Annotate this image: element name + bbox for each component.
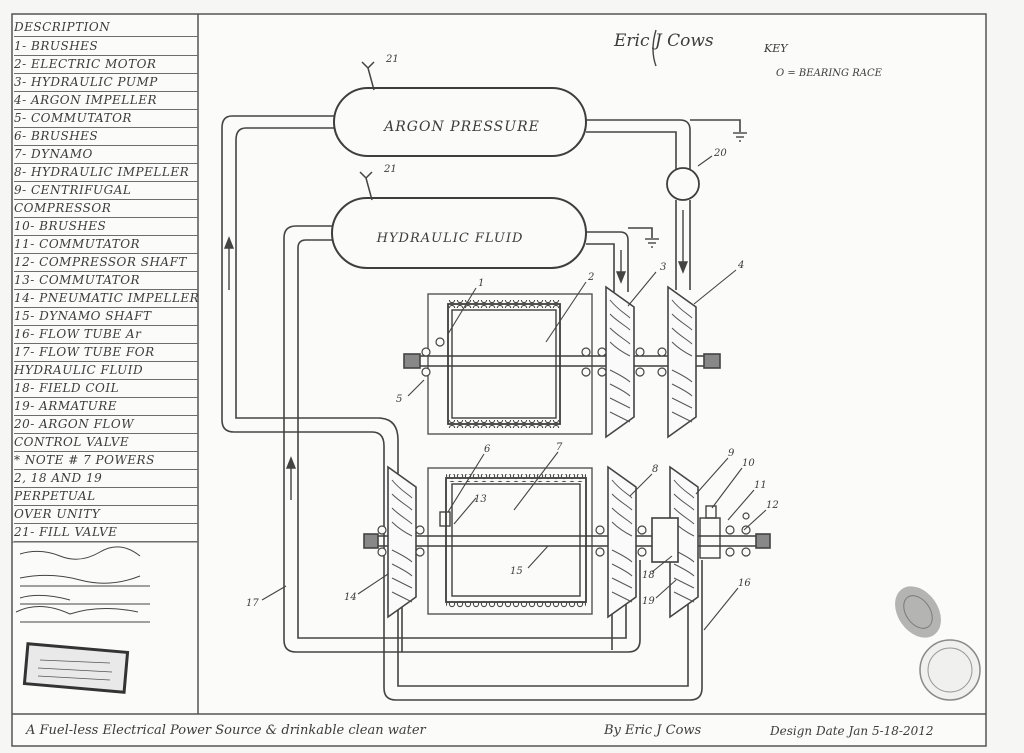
legend-item: 2- ELECTRIC MOTOR [14, 55, 198, 74]
legend-item: OVER UNITY [14, 505, 198, 524]
legend-item: 21- FILL VALVE [14, 523, 198, 542]
thumbprint [895, 586, 941, 638]
legend-item: 8- HYDRAULIC IMPELLER [14, 163, 198, 182]
callout-7: 7 [556, 442, 563, 453]
argon-impeller [667, 286, 697, 438]
legend-item: PERPETUAL [14, 487, 198, 506]
hydraulic-pump [605, 286, 635, 438]
electric-motor-housing [427, 293, 593, 435]
callout-21b: 21 [383, 164, 397, 175]
callout-11: 11 [754, 480, 767, 491]
callout-6: 6 [484, 444, 491, 455]
callout-20: 20 [713, 148, 727, 159]
callout-12: 12 [766, 500, 779, 511]
callout-4: 4 [737, 260, 744, 271]
argon-pressure-label: ARGON PRESSURE [382, 119, 540, 135]
callout-9: 9 [728, 448, 735, 459]
callout-8: 8 [652, 464, 658, 475]
callout-18: 18 [642, 570, 655, 581]
callout-21a: 21 [385, 54, 399, 65]
pneumatic-impeller [387, 466, 417, 618]
legend-item: 7- DYNAMO [14, 145, 198, 164]
dynamo-housing [427, 467, 593, 615]
inventor-signature: Eric J Cows [613, 31, 714, 51]
legend-item: 10- BRUSHES [14, 217, 198, 236]
pipe-network [221, 115, 741, 701]
legend-item: * NOTE # 7 POWERS [14, 451, 198, 470]
callout-1: 1 [478, 278, 484, 289]
legend-item: 13- COMMUTATOR [14, 271, 198, 290]
legend-item: 18- FIELD COIL [14, 379, 198, 398]
legend-item: 9- CENTRIFUGAL [14, 181, 198, 200]
legend-item: COMPRESSOR [14, 199, 198, 218]
callout-numbers: 1 2 3 4 5 6 7 8 9 10 11 12 13 14 15 16 1… [246, 54, 779, 609]
official-stamp [22, 642, 130, 694]
callout-14: 14 [344, 592, 357, 603]
hydraulic-fluid-label: HYDRAULIC FLUID [376, 231, 524, 246]
legend-item: 1- BRUSHES [14, 37, 198, 56]
argon-pressure-tank [333, 87, 587, 157]
key-item: O = BEARING RACE [776, 68, 883, 79]
hydraulic-impeller [607, 466, 637, 618]
callout-2: 2 [587, 272, 594, 283]
callout-19: 19 [642, 596, 655, 607]
notary-seal [919, 639, 981, 701]
legend-item: HYDRAULIC FLUID [14, 361, 198, 380]
argon-flow-control-valve [666, 167, 700, 201]
legend-item: 17- FLOW TUBE FOR [14, 343, 198, 362]
legend-item: 5- COMMUTATOR [14, 109, 198, 128]
legend-item: 20- ARGON FLOW [14, 415, 198, 434]
legend-item: 2, 18 AND 19 [14, 469, 198, 488]
legend-item: 14- PNEUMATIC IMPELLER [14, 289, 198, 308]
legend-item: 16- FLOW TUBE Ar [14, 325, 198, 344]
callout-10: 10 [742, 458, 755, 469]
callout-5: 5 [396, 394, 402, 405]
callout-15: 15 [510, 566, 523, 577]
callout-17: 17 [246, 598, 259, 609]
legend-item: 3- HYDRAULIC PUMP [14, 73, 198, 92]
legend-item: CONTROL VALVE [14, 433, 198, 452]
callout-16: 16 [738, 578, 751, 589]
legend-item: 11- COMMUTATOR [14, 235, 198, 254]
legend-item: 15- DYNAMO SHAFT [14, 307, 198, 326]
legend-item: 4- ARGON IMPELLER [14, 91, 198, 110]
legend-item: 19- ARMATURE [14, 397, 198, 416]
legend-item: 6- BRUSHES [14, 127, 198, 146]
hydraulic-fluid-tank [331, 197, 587, 269]
bearing-races [377, 337, 751, 557]
callout-3: 3 [660, 262, 666, 273]
drawing-title: A Fuel-less Electrical Power Source & dr… [26, 723, 426, 738]
key-title: KEY [763, 42, 789, 55]
author-line: By Eric J Cows [604, 723, 702, 738]
legend-header: DESCRIPTION [14, 18, 198, 37]
legend-item: 12- COMPRESSOR SHAFT [14, 253, 198, 272]
design-date: Design Date Jan 5-18-2012 [770, 724, 934, 738]
callout-13: 13 [474, 494, 487, 505]
